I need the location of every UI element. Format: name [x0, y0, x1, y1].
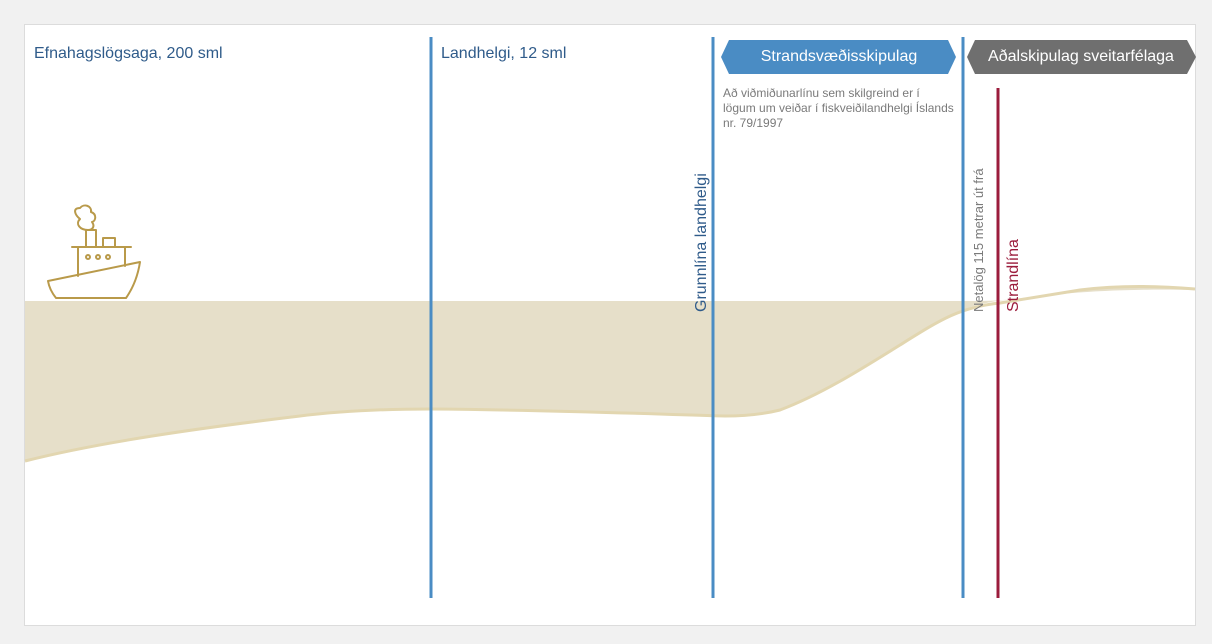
baseline-label: Grunnlína landhelgi	[693, 173, 710, 312]
eez-label: Efnahagslögsaga, 200 sml	[34, 45, 223, 62]
netlog-label: Netalög 115 metrar út frá	[971, 168, 986, 312]
municipal-plan-tag-shape	[967, 40, 1196, 74]
shoreline-label: Strandlína	[1005, 239, 1022, 312]
coastal-plan-tag: Strandsvæðisskipulag	[760, 48, 918, 65]
territorial-waters-label: Landhelgi, 12 sml	[441, 45, 567, 62]
coastal-plan-tag-shape	[721, 40, 956, 74]
coastal-plan-note: Að viðmiðunarlínu sem skilgreind er í lö…	[723, 86, 954, 130]
sea-area	[25, 286, 1195, 461]
ship-icon	[47, 204, 141, 299]
municipal-plan-tag: Aðalskipulag sveitarfélaga	[988, 48, 1174, 65]
land-contour	[24, 285, 1196, 463]
